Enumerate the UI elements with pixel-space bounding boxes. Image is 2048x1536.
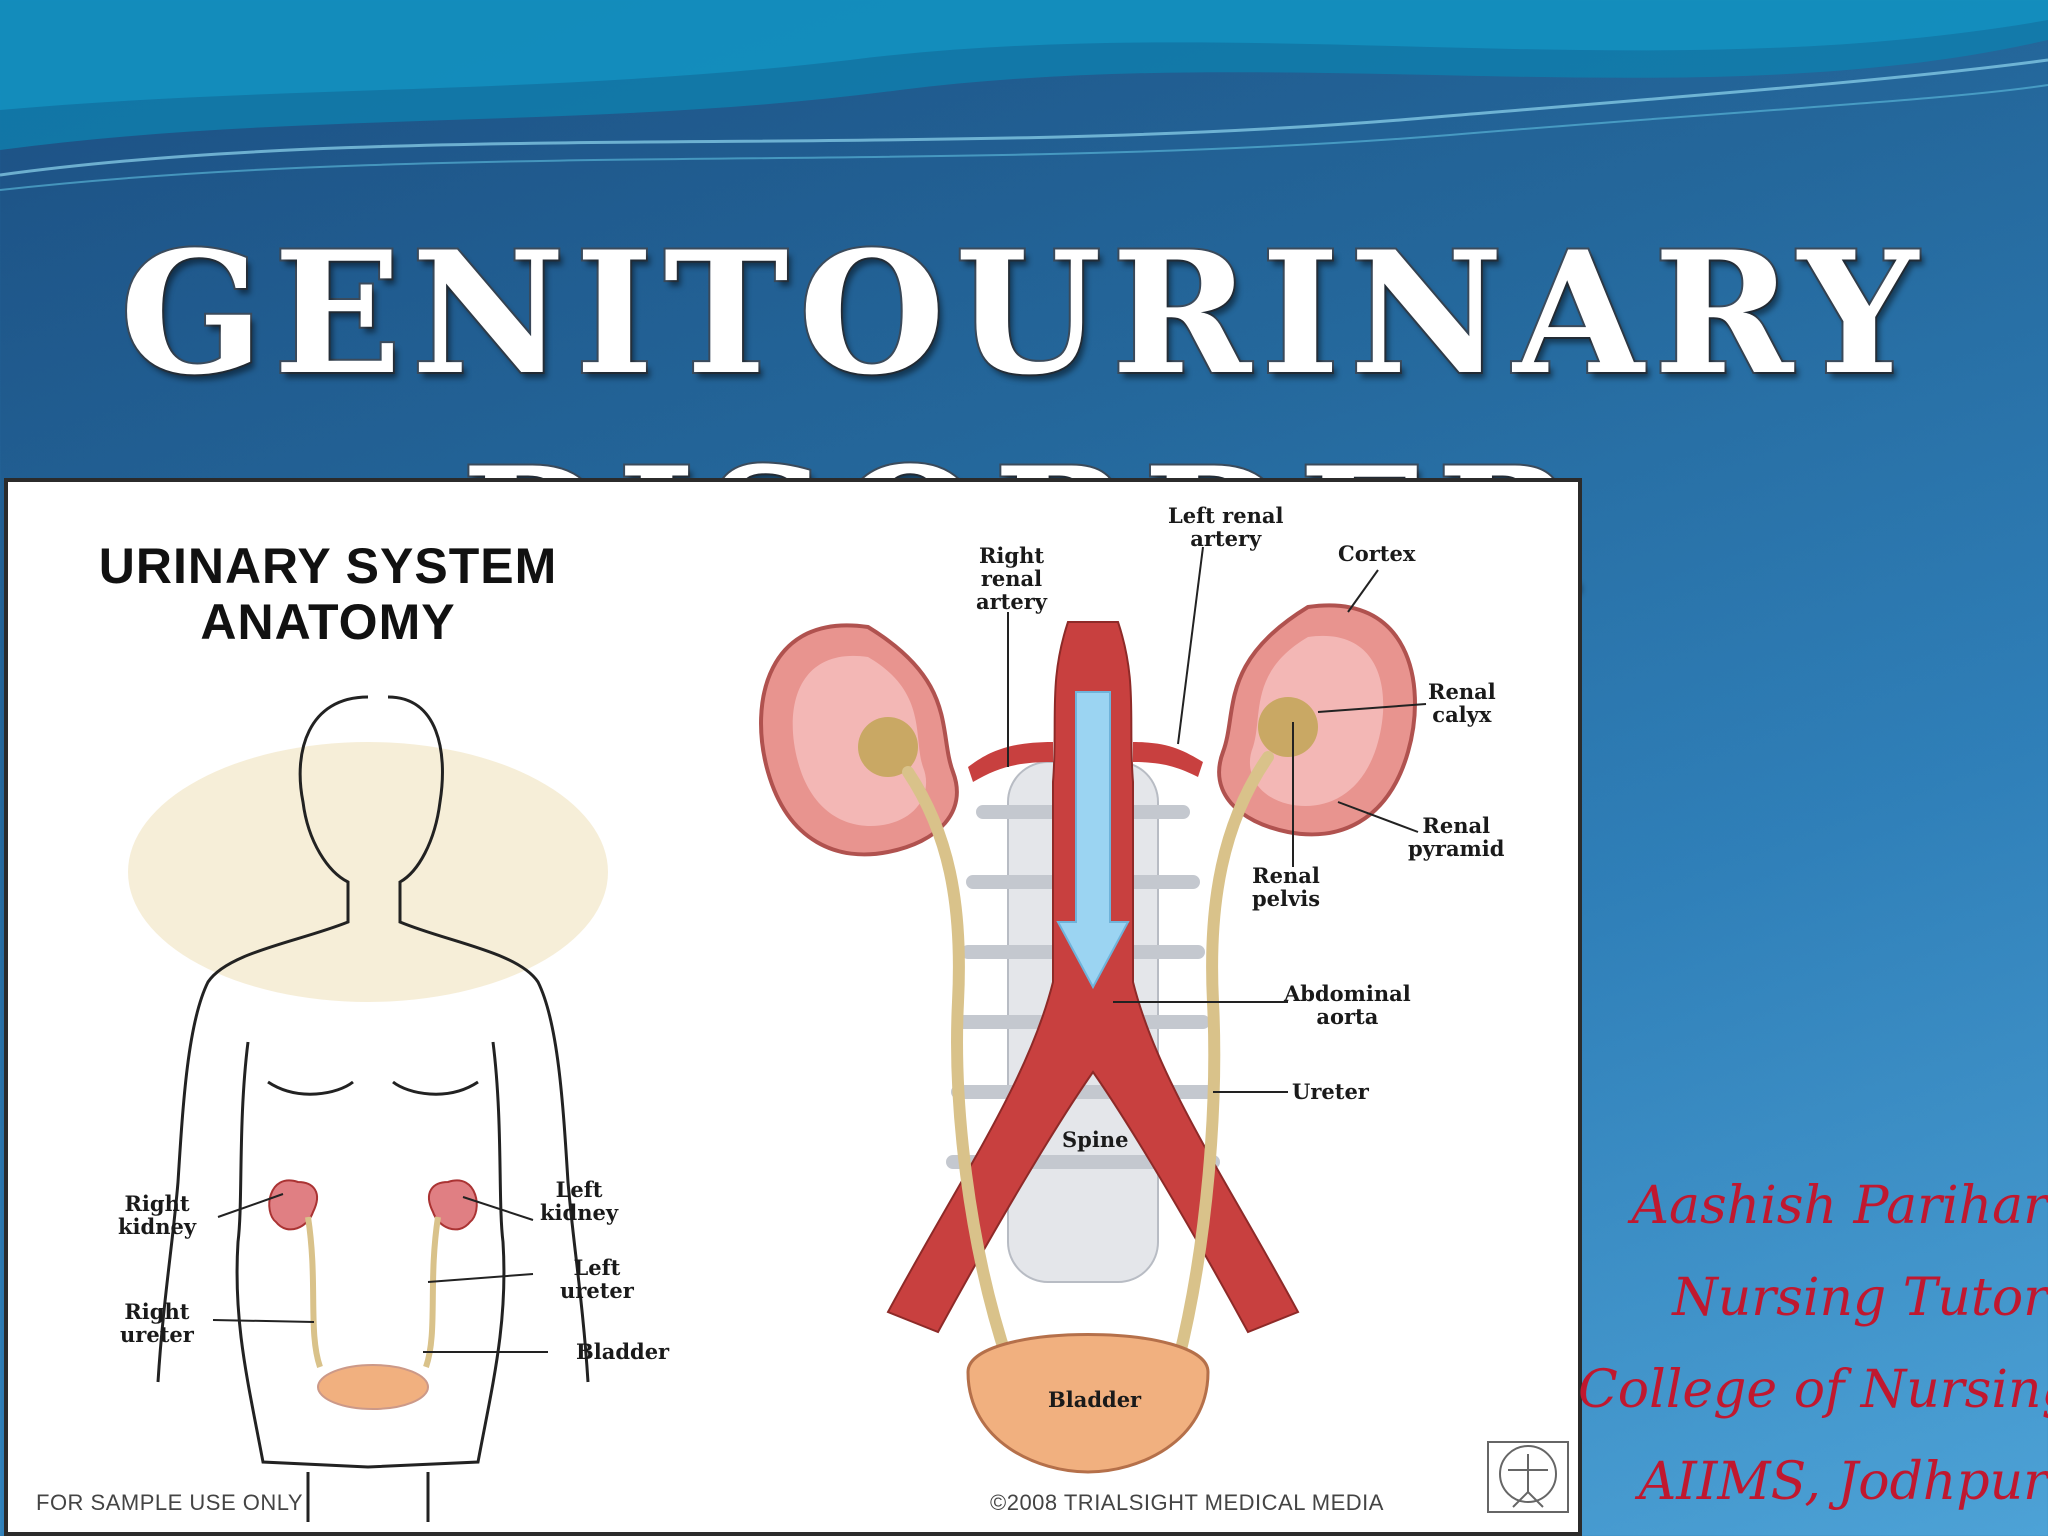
author-institute: AIIMS, Jodhpur: [1638, 1452, 2048, 1512]
footer-sample-notice: FOR SAMPLE USE ONLY: [36, 1490, 304, 1515]
author-college: College of Nursing: [1578, 1360, 2048, 1420]
figure-heading-line-2: ANATOMY: [200, 594, 456, 650]
anatomy-illustration: [128, 546, 1569, 1522]
author-role: Nursing Tutor: [1672, 1268, 2048, 1328]
detailed-kidneys: [759, 603, 1417, 857]
bladder-illustration: [966, 1333, 1210, 1474]
title-line-1: GENITOURINARY: [118, 212, 1929, 414]
body-outline: [156, 695, 590, 1522]
label-spine: Spine: [1062, 1127, 1129, 1152]
author-block: Aashish Parihar Nursing Tutor College of…: [1578, 1160, 2048, 1528]
figure-heading: URINARY SYSTEM ANATOMY: [88, 538, 568, 650]
label-ureter: Ureter: [1292, 1079, 1369, 1104]
abdominal-aorta-illustration: [886, 621, 1300, 1334]
author-name: Aashish Parihar: [1631, 1176, 2048, 1236]
label-detail-bladder: Bladder: [1048, 1387, 1142, 1412]
header-wave-decoration: [0, 0, 2048, 191]
trialsight-logo-icon: [1487, 1441, 1569, 1513]
label-body-bladder: Bladder: [576, 1339, 670, 1364]
body-organs: [268, 1179, 478, 1410]
footer-copyright: ©2008 TRIALSIGHT MEDICAL MEDIA: [990, 1490, 1384, 1515]
body-glow: [128, 742, 608, 1002]
body-leader-lines: [212, 1193, 548, 1353]
label-cortex: Cortex: [1338, 541, 1416, 566]
detailed-ureters: [902, 751, 1274, 1368]
figure-heading-line-1: URINARY SYSTEM: [98, 538, 558, 594]
detail-leader-lines: [1007, 546, 1427, 1093]
